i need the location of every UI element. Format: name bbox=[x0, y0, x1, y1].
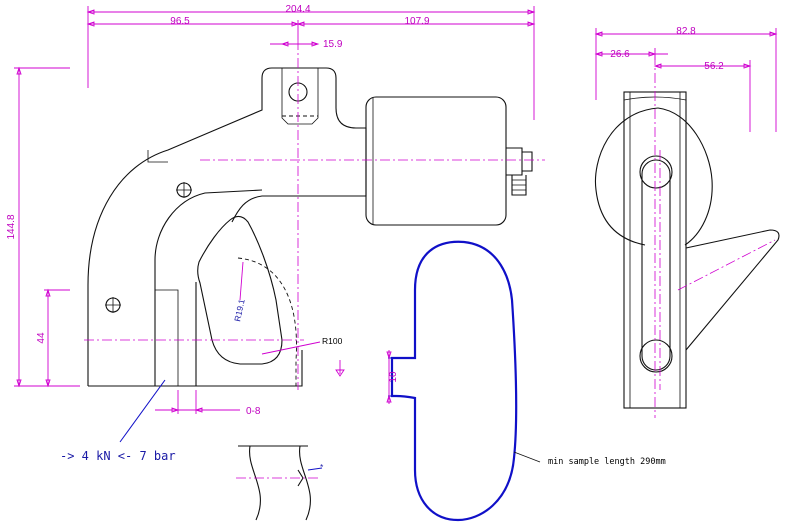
dim-side-offset: 26.6 bbox=[610, 49, 630, 60]
center-lines bbox=[84, 40, 776, 418]
force-note: -> 4 kN <- 7 bar bbox=[60, 449, 176, 463]
dim-opening: 10 bbox=[388, 371, 399, 383]
tool-side-view bbox=[594, 91, 780, 409]
sample-outline bbox=[388, 240, 518, 522]
dim-radius-small: R19.1 bbox=[232, 298, 247, 323]
detail-marker: * bbox=[320, 462, 324, 472]
annotations: -> 4 kN <- 7 bar min sample length 290mm… bbox=[60, 449, 666, 472]
dim-side-depth: 56.2 bbox=[704, 61, 724, 72]
dim-left-width: 96.5 bbox=[170, 16, 190, 27]
dim-overall-width: 204.4 bbox=[285, 4, 310, 15]
dim-lower-height: 44 bbox=[36, 332, 47, 344]
dim-side-width: 82.8 bbox=[676, 26, 696, 37]
dim-right-width: 107.9 bbox=[404, 16, 429, 27]
dim-slot-width: 15.9 bbox=[323, 39, 343, 50]
dim-height: 144.8 bbox=[6, 214, 17, 239]
dim-gap: 0-8 bbox=[246, 406, 261, 417]
tool-front-view bbox=[87, 67, 533, 387]
dim-radius-large: R100 bbox=[322, 336, 343, 346]
detail-view bbox=[236, 445, 323, 521]
dimension-labels: 204.4 96.5 107.9 15.9 144.8 44 0-8 R100 … bbox=[6, 4, 724, 417]
dimension-lines bbox=[14, 6, 778, 463]
sample-length-note: min sample length 290mm bbox=[548, 457, 666, 467]
